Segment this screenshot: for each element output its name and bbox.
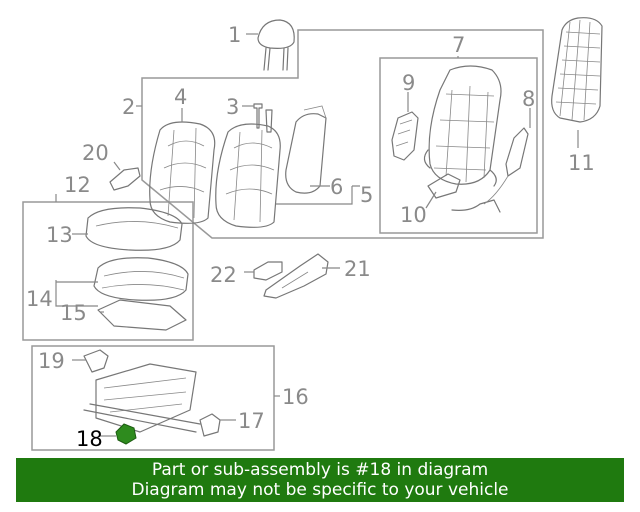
part-13: [85, 207, 183, 251]
callout-15: 15: [60, 301, 87, 325]
banner-line-2: Diagram may not be specific to your vehi…: [131, 480, 509, 500]
part-22: [253, 261, 283, 281]
part-14: [93, 257, 189, 301]
callout-11: 11: [568, 151, 595, 175]
part-19: [83, 349, 109, 373]
seat-back-pad-part: [215, 123, 281, 228]
callout-22: 22: [210, 263, 237, 287]
callout-1: 1: [228, 23, 241, 47]
callout-6: 6: [330, 175, 343, 199]
callout-10: 10: [400, 203, 427, 227]
part-18-highlighted: [115, 423, 137, 445]
part-20: [109, 167, 141, 191]
guide-part: [253, 103, 273, 133]
seat-back-cover-part: [149, 121, 216, 224]
part-17: [199, 413, 221, 437]
callout-20: 20: [82, 141, 109, 165]
callout-13: 13: [46, 223, 73, 247]
callout-2: 2: [122, 95, 135, 119]
leader-lines: [55, 33, 579, 437]
part-15: [97, 299, 187, 331]
info-banner: Part or sub-assembly is #18 in diagram D…: [16, 458, 624, 502]
group-16-box: [31, 345, 275, 451]
callout-19: 19: [38, 349, 65, 373]
banner-line-1: Part or sub-assembly is #18 in diagram: [151, 460, 489, 480]
callout-14: 14: [26, 287, 53, 311]
callout-3: 3: [226, 95, 239, 119]
headrest-part: [257, 19, 295, 71]
part-10: [427, 173, 501, 213]
part-21: [263, 253, 329, 299]
part-9: [391, 111, 419, 161]
callout-7: 7: [452, 33, 465, 57]
callout-17: 17: [238, 409, 265, 433]
callout-12: 12: [64, 173, 91, 197]
part-8: [483, 127, 529, 205]
back-panel-part: [285, 105, 327, 194]
group-2-outline: [141, 29, 544, 239]
seat-track-part: [83, 363, 201, 433]
callout-8: 8: [522, 87, 535, 111]
part-11: [551, 17, 603, 123]
seat-frame-part: [423, 65, 502, 187]
callout-9: 9: [402, 71, 415, 95]
callout-16: 16: [282, 385, 309, 409]
callout-18: 18: [76, 427, 103, 451]
group-12-box: [22, 201, 194, 341]
callout-5: 5: [360, 183, 373, 207]
callout-21: 21: [344, 257, 371, 281]
callout-4: 4: [174, 85, 187, 109]
